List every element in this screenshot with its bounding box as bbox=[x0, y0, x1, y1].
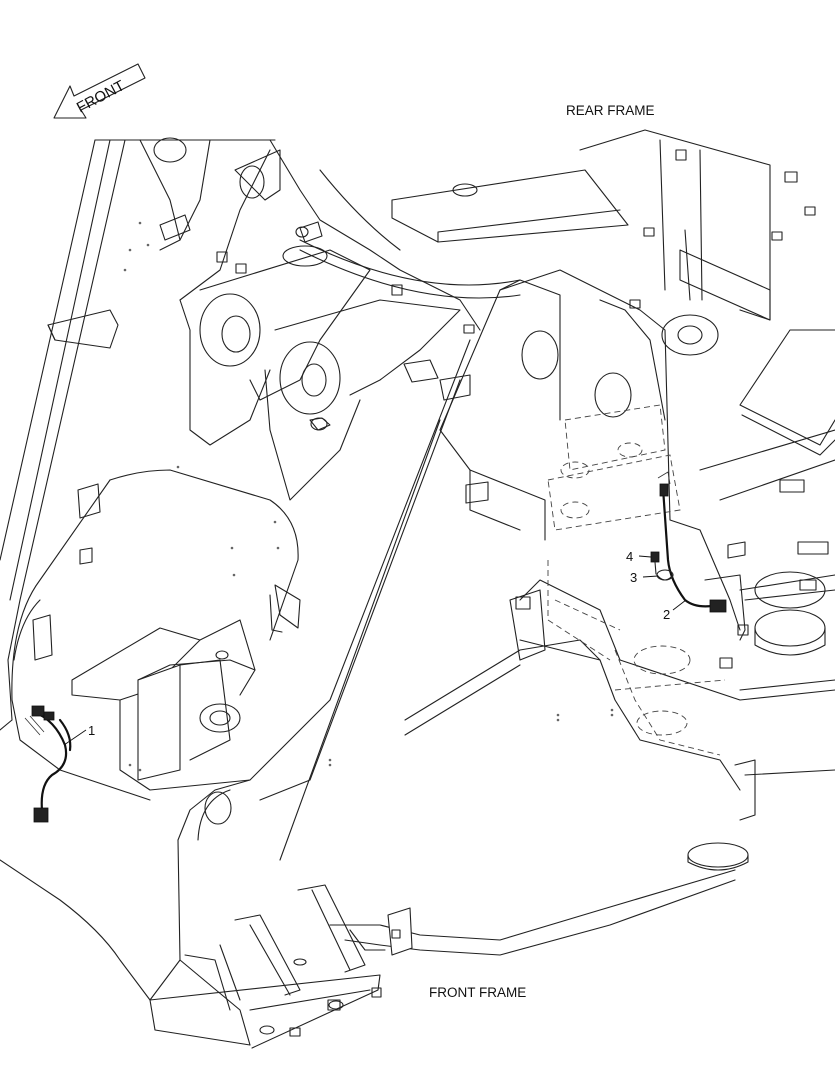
front-direction-arrow: FRONT bbox=[53, 63, 146, 119]
callout-3-number: 3 bbox=[630, 570, 637, 585]
harness-part-1 bbox=[24, 705, 72, 823]
front-frame-label: FRONT FRAME bbox=[429, 985, 526, 1000]
clamp-part-3 bbox=[656, 569, 674, 581]
harness-1-connector-lower bbox=[33, 807, 49, 823]
callout-4: 4 bbox=[626, 549, 652, 564]
bolt-holes bbox=[123, 221, 614, 772]
rear-frame bbox=[299, 129, 835, 871]
callout-2-number: 2 bbox=[663, 607, 670, 622]
harness-part-2 bbox=[657, 471, 727, 613]
front-frame bbox=[0, 137, 736, 1049]
callout-1-number: 1 bbox=[88, 723, 95, 738]
callout-3: 3 bbox=[630, 570, 659, 585]
harness-2-connector-upper bbox=[659, 483, 669, 497]
callout-2: 2 bbox=[663, 599, 687, 622]
callout-1: 1 bbox=[63, 723, 95, 746]
harness-2-connector-lower bbox=[709, 599, 727, 613]
harness-1-connector-upper bbox=[31, 705, 45, 717]
bolt-part-4 bbox=[650, 551, 660, 575]
rear-frame-label: REAR FRAME bbox=[566, 103, 655, 118]
callout-4-number: 4 bbox=[626, 549, 633, 564]
front-arrow-icon bbox=[53, 63, 146, 119]
